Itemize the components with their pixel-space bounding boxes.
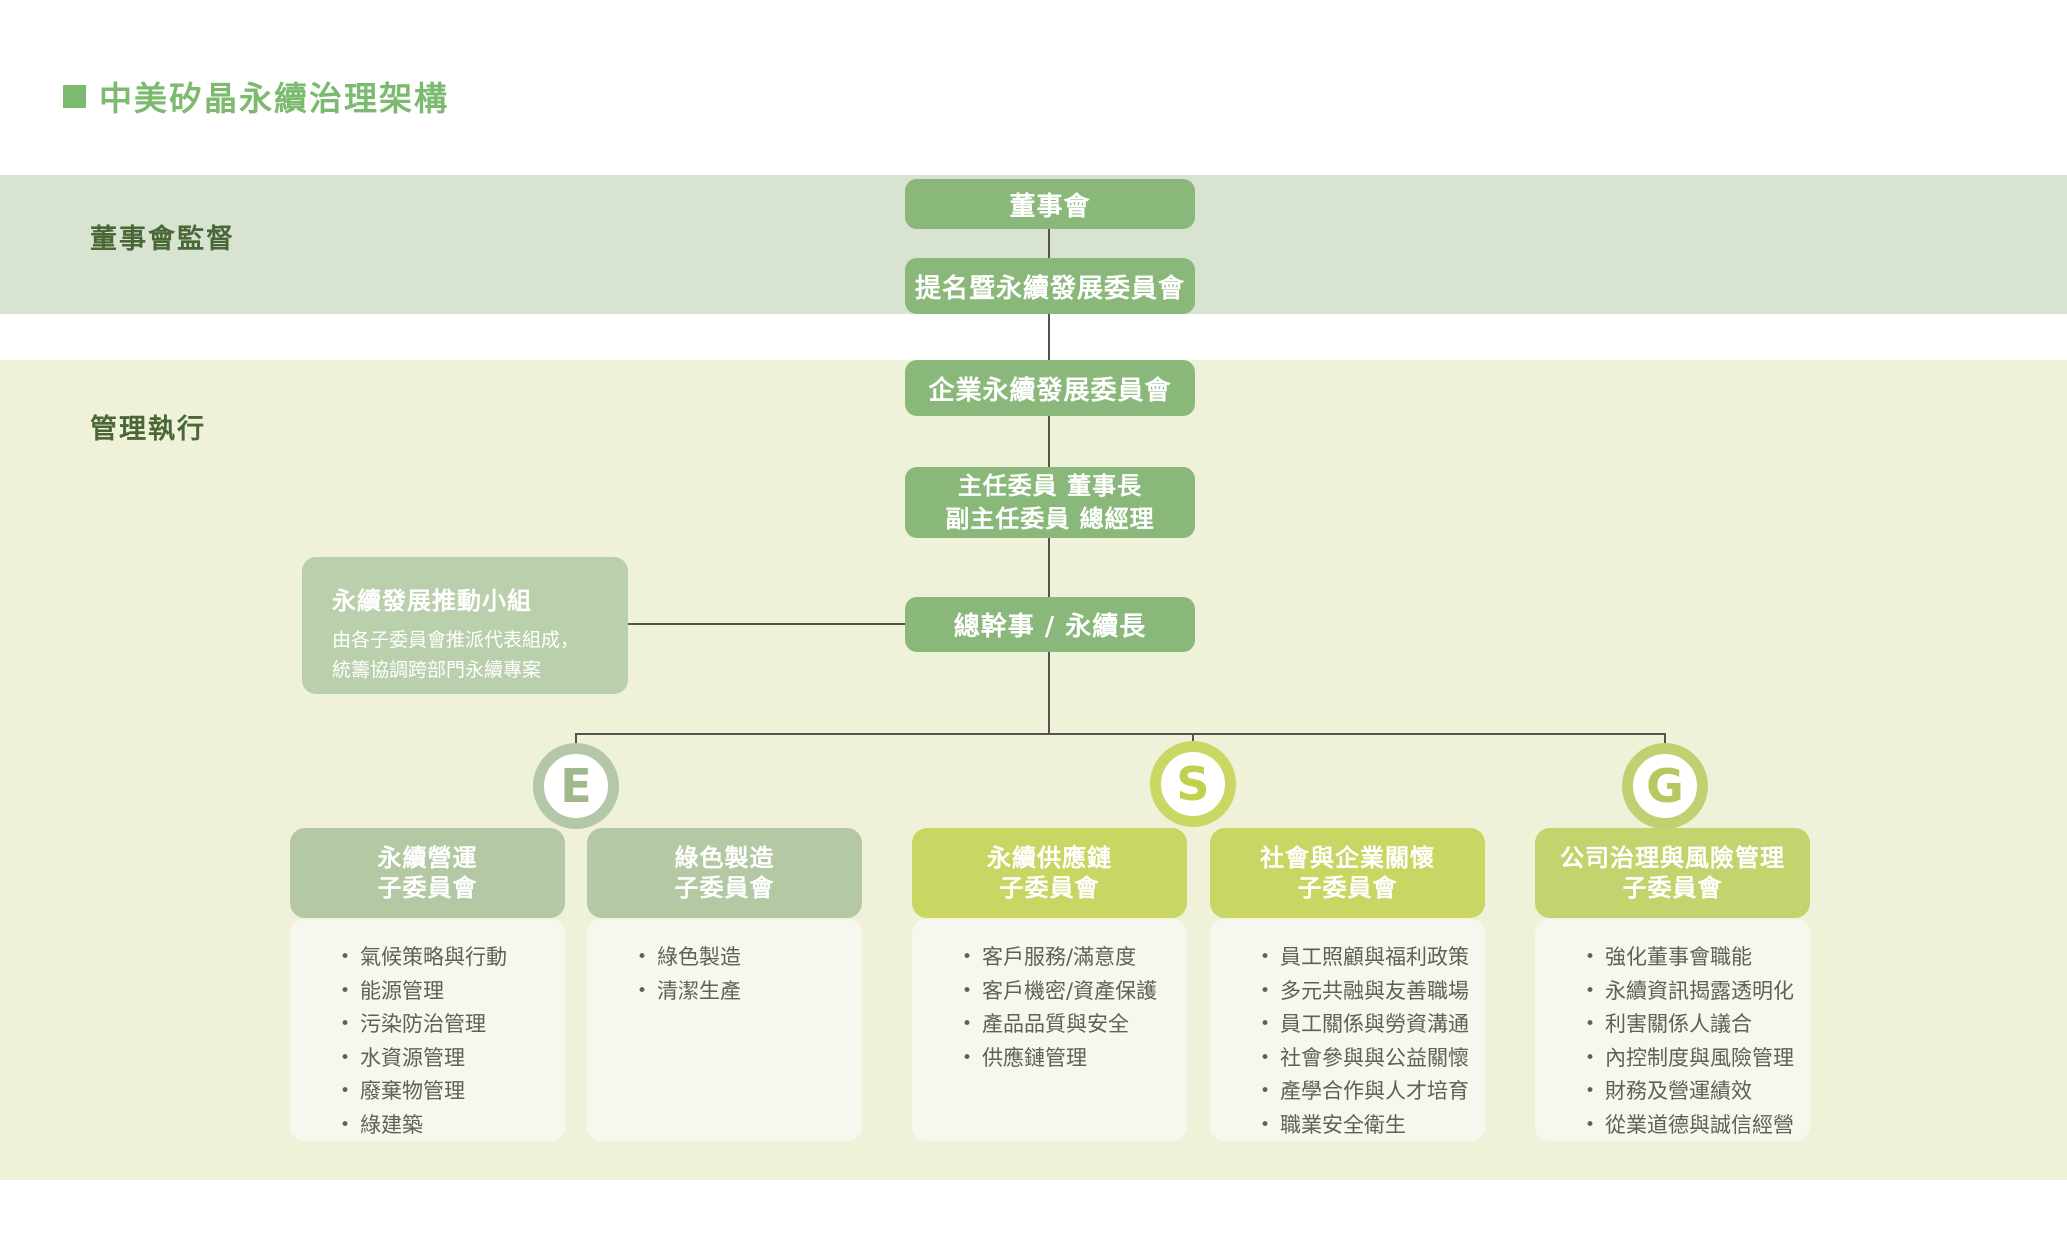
committee-header: 永續供應鏈 子委員會 [912, 828, 1187, 918]
list-item: 員工照顧與福利政策 [1260, 942, 1475, 976]
connector-nomination-to-csd [1048, 314, 1050, 360]
chair-line2: 副主任委員 總經理 [945, 504, 1155, 533]
committee-title-line2: 子委員會 [674, 874, 775, 902]
list-item: 強化董事會職能 [1585, 942, 1800, 976]
committee-title-line2: 子委員會 [999, 874, 1100, 902]
committee-body: 氣候策略與行動 能源管理 污染防治管理 水資源管理 廢棄物管理 綠建築 [290, 919, 565, 1141]
committee-sustainable-supply-chain: 永續供應鏈 子委員會 客戶服務/滿意度 客戶機密/資產保護 產品品質與安全 供應… [912, 828, 1187, 1141]
committee-item-list: 客戶服務/滿意度 客戶機密/資產保護 產品品質與安全 供應鏈管理 [962, 942, 1177, 1076]
esg-circle-e: E [533, 743, 619, 829]
list-item: 客戶機密/資產保護 [962, 976, 1177, 1010]
list-item: 內控制度與風險管理 [1585, 1043, 1800, 1077]
list-item: 產學合作與人才培育 [1260, 1076, 1475, 1110]
list-item: 綠建築 [340, 1110, 555, 1144]
list-item: 永續資訊揭露透明化 [1585, 976, 1800, 1010]
committee-header: 永續營運 子委員會 [290, 828, 565, 918]
connector-tree-horizontal [576, 733, 1666, 735]
committee-society-corporate-care: 社會與企業關懷 子委員會 員工照顧與福利政策 多元共融與友善職場 員工關係與勞資… [1210, 828, 1485, 1141]
committee-item-list: 員工照顧與福利政策 多元共融與友善職場 員工關係與勞資溝通 社會參與與公益關懷 … [1260, 942, 1475, 1143]
committee-body: 客戶服務/滿意度 客戶機密/資產保護 產品品質與安全 供應鏈管理 [912, 919, 1187, 1141]
connector-drop-s [1192, 733, 1194, 745]
esg-circle-s: S [1150, 741, 1236, 827]
task-force-title: 永續發展推動小組 [332, 587, 532, 615]
list-item: 從業道德與誠信經營 [1585, 1110, 1800, 1144]
committee-title-line1: 永續供應鏈 [987, 844, 1112, 872]
committee-body: 強化董事會職能 永續資訊揭露透明化 利害關係人議合 內控制度與風險管理 財務及營… [1535, 919, 1810, 1141]
connector-board-to-nomination [1048, 229, 1050, 258]
committee-title-line1: 社會與企業關懷 [1260, 844, 1435, 872]
task-force-desc-line2: 統籌協調跨部門永續專案 [332, 659, 542, 681]
esg-circle-g: G [1622, 743, 1708, 829]
list-item: 污染防治管理 [340, 1009, 555, 1043]
committee-header: 公司治理與風險管理 子委員會 [1535, 828, 1810, 918]
connector-csd-to-chair [1048, 416, 1050, 467]
list-item: 社會參與與公益關懷 [1260, 1043, 1475, 1077]
list-item: 職業安全衛生 [1260, 1110, 1475, 1144]
committee-title-line1: 綠色製造 [674, 844, 775, 872]
title-bullet-square-icon [63, 84, 86, 108]
list-item: 員工關係與勞資溝通 [1260, 1009, 1475, 1043]
page-title: 中美矽晶永續治理架構 [99, 79, 449, 118]
list-item: 產品品質與安全 [962, 1009, 1177, 1043]
list-item: 清潔生產 [637, 976, 852, 1010]
page-title-row: 中美矽晶永續治理架構 [63, 72, 449, 120]
list-item: 氣候策略與行動 [340, 942, 555, 976]
task-force-description: 由各子委員會推派代表組成， 統籌協調跨部門永續專案 [332, 625, 598, 685]
list-item: 供應鏈管理 [962, 1043, 1177, 1077]
band-label-management-execution: 管理執行 [90, 414, 206, 445]
node-board-of-directors: 董事會 [905, 179, 1195, 229]
committee-header: 綠色製造 子委員會 [587, 828, 862, 918]
committee-header: 社會與企業關懷 子委員會 [1210, 828, 1485, 918]
list-item: 利害關係人議合 [1585, 1009, 1800, 1043]
connector-secretary-to-tree [1048, 652, 1050, 735]
committee-item-list: 強化董事會職能 永續資訊揭露透明化 利害關係人議合 內控制度與風險管理 財務及營… [1585, 942, 1800, 1143]
committee-title-line2: 子委員會 [1297, 874, 1398, 902]
node-corporate-sustainability-committee: 企業永續發展委員會 [905, 360, 1195, 416]
list-item: 廢棄物管理 [340, 1076, 555, 1110]
committee-sustainable-operations: 永續營運 子委員會 氣候策略與行動 能源管理 污染防治管理 水資源管理 廢棄物管… [290, 828, 565, 1141]
task-force-box: 永續發展推動小組 由各子委員會推派代表組成， 統籌協調跨部門永續專案 [302, 557, 628, 694]
node-secretary-general-cso: 總幹事 / 永續長 [905, 597, 1195, 652]
connector-taskforce-to-secretary [628, 623, 905, 625]
band-label-board-supervision: 董事會監督 [90, 224, 235, 255]
list-item: 能源管理 [340, 976, 555, 1010]
committee-item-list: 氣候策略與行動 能源管理 污染防治管理 水資源管理 廢棄物管理 綠建築 [340, 942, 555, 1143]
committee-body: 員工照顧與福利政策 多元共融與友善職場 員工關係與勞資溝通 社會參與與公益關懷 … [1210, 919, 1485, 1141]
committee-body: 綠色製造 清潔生產 [587, 919, 862, 1141]
committee-governance-risk-management: 公司治理與風險管理 子委員會 強化董事會職能 永續資訊揭露透明化 利害關係人議合… [1535, 828, 1810, 1141]
connector-chair-to-secretary [1048, 538, 1050, 597]
list-item: 水資源管理 [340, 1043, 555, 1077]
committee-title-line1: 永續營運 [377, 844, 478, 872]
connector-drop-e [575, 733, 577, 747]
list-item: 客戶服務/滿意度 [962, 942, 1177, 976]
committee-green-manufacturing: 綠色製造 子委員會 綠色製造 清潔生產 [587, 828, 862, 1141]
connector-drop-g [1664, 733, 1666, 747]
committee-title-line2: 子委員會 [1622, 874, 1723, 902]
node-nomination-sustainability-committee: 提名暨永續發展委員會 [905, 258, 1195, 314]
committee-title-line2: 子委員會 [377, 874, 478, 902]
node-chair-vicechair: 主任委員 董事長 副主任委員 總經理 [905, 467, 1195, 538]
list-item: 財務及營運績效 [1585, 1076, 1800, 1110]
list-item: 多元共融與友善職場 [1260, 976, 1475, 1010]
chair-line1: 主任委員 董事長 [957, 471, 1143, 500]
committee-item-list: 綠色製造 清潔生產 [637, 942, 852, 1009]
list-item: 綠色製造 [637, 942, 852, 976]
task-force-desc-line1: 由各子委員會推派代表組成， [332, 629, 580, 651]
committee-title-line1: 公司治理與風險管理 [1560, 844, 1785, 872]
